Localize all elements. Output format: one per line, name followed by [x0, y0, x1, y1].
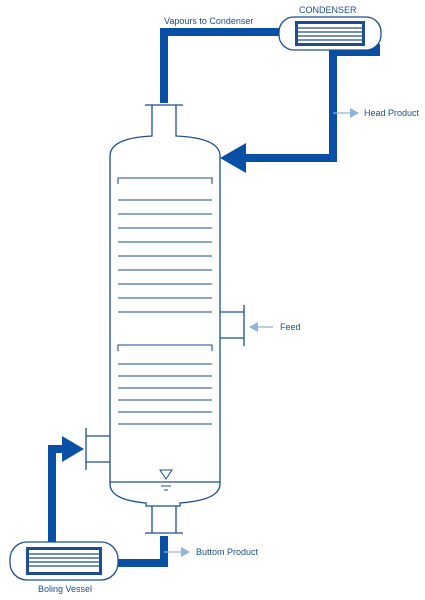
heat-exchanger-icon — [9, 541, 119, 581]
buttom-product-arrow — [164, 547, 190, 557]
boiling-vessel-label: Boling Vessel — [38, 584, 92, 594]
light-arrows — [164, 108, 359, 557]
reboiler-return-pipe — [48, 445, 66, 545]
vapour-pipe — [160, 28, 282, 103]
feed-arrow — [249, 322, 273, 332]
condenser — [278, 16, 382, 51]
upper-distributor — [117, 177, 213, 184]
condenser-label: CONDENSER — [299, 5, 357, 15]
head-product-label: Head Product — [364, 108, 420, 118]
head-product-arrow — [333, 108, 359, 118]
vapours-label: Vapours to Condenser — [164, 16, 253, 26]
bottom-to-reboiler-pipe — [116, 536, 168, 567]
column-shell — [109, 128, 221, 507]
reflux-pipe — [246, 44, 380, 162]
boiling-vessel — [9, 541, 119, 581]
feed-label: Feed — [280, 322, 301, 332]
heat-exchanger-icon — [278, 16, 382, 51]
buttom-product-label: Buttom Product — [196, 547, 259, 557]
lower-distributor — [117, 344, 213, 351]
upper-tray-section — [117, 177, 213, 313]
lower-tray-section — [117, 344, 213, 425]
process-pipes — [48, 28, 380, 567]
reboiler-return-arrowhead — [62, 436, 84, 462]
distillation-column — [85, 104, 245, 534]
liquid-level-icon — [158, 469, 174, 491]
reflux-arrowhead — [220, 143, 246, 173]
